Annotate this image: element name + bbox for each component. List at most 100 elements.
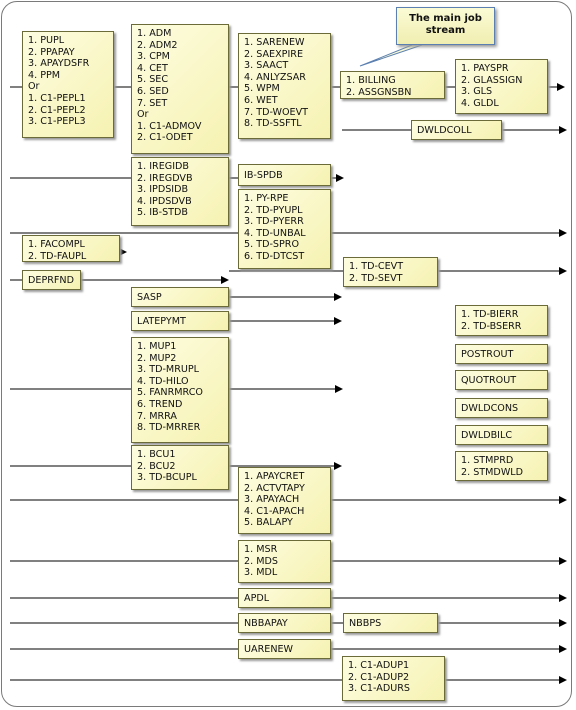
- job-name: 1. C1-ADUP1: [348, 660, 410, 671]
- job-name: NBBAPAY: [244, 617, 288, 629]
- job-name: 2. STMDWLD: [461, 466, 524, 478]
- job-name: 1. FACOMPL: [28, 239, 85, 250]
- job-name: 3. C1-PEPL3: [28, 116, 86, 128]
- job-box-postrout: POSTROUT: [455, 344, 548, 364]
- job-name: NBBPS: [349, 617, 382, 629]
- job-name: 5. BALAPY: [244, 517, 293, 529]
- job-name: 1. C1-PEPL1: [28, 92, 86, 104]
- job-name: 3. IPDSIDB: [137, 184, 189, 196]
- job-name: 3. APAYDSFR: [28, 58, 90, 70]
- job-box-dwldbilc: DWLDBILC: [455, 425, 548, 445]
- job-name: LATEPYMT: [137, 315, 186, 327]
- job-name: 2. TD-FAUPL: [28, 250, 87, 262]
- job-name: 1. PUPL: [28, 35, 65, 46]
- job-name: Or: [28, 81, 40, 93]
- job-name: 1. SARENEW: [244, 37, 305, 48]
- job-name: 2. SAEXPIRE: [244, 48, 304, 60]
- job-name: 4. TD-UNBAL: [244, 227, 306, 239]
- job-name: 1. APAYCRET: [244, 471, 305, 482]
- job-name: Or: [137, 109, 149, 121]
- job-name: 3. MDL: [244, 567, 278, 579]
- job-box-latepymt: LATEPYMT: [131, 311, 229, 331]
- job-box-sasp: SASP: [131, 287, 229, 307]
- job-name: 5. TD-SPRO: [244, 239, 300, 251]
- job-name: 6. TD-DTCST: [244, 250, 305, 262]
- job-name: 5. WPM: [244, 83, 280, 95]
- job-name: 4. IPDSDVB: [137, 195, 192, 207]
- job-name: 7. SET: [137, 97, 168, 109]
- job-name: 2. ADM2: [137, 39, 178, 51]
- job-name: 4. C1-APACH: [244, 505, 305, 517]
- job-name: 3. APAYACH: [244, 494, 300, 506]
- job-name: 1. TD-CEVT: [349, 261, 404, 272]
- job-name: 4. PPM: [28, 69, 61, 81]
- job-name: 3. TD-MRUPL: [137, 364, 200, 376]
- job-name: 1. PY-RPE: [244, 193, 289, 204]
- job-name: 1. MUP1: [137, 341, 177, 352]
- job-name: DWLDCONS: [461, 402, 519, 414]
- job-name: SASP: [137, 291, 162, 303]
- job-name: 3. TD-BCUPL: [137, 472, 197, 484]
- job-name: 2. TD-PYUPL: [244, 204, 303, 216]
- job-name: 2. MUP2: [137, 352, 177, 364]
- job-name: UARENEW: [244, 643, 294, 655]
- job-name: 1. BILLING: [346, 75, 396, 86]
- job-name: POSTROUT: [461, 348, 514, 360]
- job-name: 1. BCU1: [137, 449, 176, 460]
- job-name: IB-SPDB: [244, 169, 283, 181]
- job-box-dwldcons: DWLDCONS: [455, 398, 548, 418]
- job-name: 4. CET: [137, 62, 168, 74]
- job-name: 6. SED: [137, 85, 169, 97]
- job-name: 1. ADM: [137, 28, 172, 39]
- job-name: 2. MDS: [244, 555, 278, 567]
- job-name: 2. ASSGNSBN: [346, 86, 412, 98]
- job-name: 3. GLS: [461, 86, 493, 98]
- job-name: 4. ANLYZSAR: [244, 71, 306, 83]
- job-name: DWLDCOLL: [417, 124, 472, 136]
- job-name: 3. C1-ADURS: [348, 683, 410, 695]
- job-name: 2. TD-BSERR: [461, 320, 522, 332]
- job-name: 2. C1-ODET: [137, 132, 193, 144]
- job-name: 7. TD-WOEVT: [244, 106, 309, 118]
- job-name: 2. C1-PEPL2: [28, 104, 86, 116]
- job-name: 3. SAACT: [244, 60, 289, 72]
- job-name: 4. TD-HILO: [137, 375, 189, 387]
- job-name: 2. BCU2: [137, 460, 176, 472]
- job-name: 5. SEC: [137, 74, 169, 86]
- job-name: 2. PPAPAY: [28, 46, 75, 58]
- job-name: 8. TD-MRRER: [137, 422, 201, 434]
- job-name: 2. IREGDVB: [137, 172, 193, 184]
- job-name: 1. TD-BIERR: [461, 309, 519, 320]
- job-name: 3. TD-PYERR: [244, 216, 304, 228]
- job-name: 2. ACTVTAPY: [244, 482, 305, 494]
- job-name: QUOTROUT: [461, 374, 517, 386]
- job-name: 7. MRRA: [137, 410, 177, 422]
- job-name: DEPRFND: [28, 274, 74, 286]
- job-name: 8. TD-SSFTL: [244, 118, 302, 130]
- job-name: 2. TD-SEVT: [349, 272, 403, 284]
- job-box-quotrout: QUOTROUT: [455, 370, 548, 390]
- job-box-deprfnd: DEPRFND: [22, 270, 81, 290]
- job-name: 6. WET: [244, 94, 278, 106]
- job-name: 1. C1-ADMOV: [137, 120, 202, 132]
- job-name: 6. TREND: [137, 398, 183, 410]
- job-name: 1. IREGIDB: [137, 161, 189, 172]
- job-name: APDL: [244, 592, 270, 604]
- job-box-uarenew: UARENEW: [238, 639, 331, 659]
- job-name: 1. MSR: [244, 544, 278, 555]
